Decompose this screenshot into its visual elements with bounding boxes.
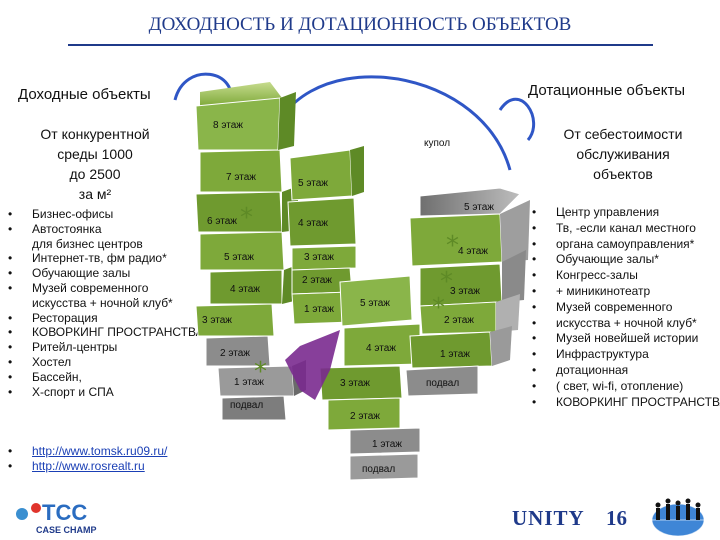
floor-label: 2 этаж: [302, 275, 332, 286]
floor-label: 2 этаж: [220, 348, 250, 359]
mid-tower: [287, 146, 364, 325]
list-item: Ритейл-центры: [6, 340, 208, 355]
list-item: Музей современного: [530, 300, 720, 316]
floor-label: 1 этаж: [304, 304, 334, 315]
floor-label: 3 этаж: [202, 315, 232, 326]
globe-icon: [651, 498, 705, 537]
subsidized-subheader-line: От себестоимости: [563, 126, 683, 142]
title-underline: [68, 44, 653, 46]
list-item: Музей современного: [6, 281, 208, 296]
list-item: органа самоуправления*: [530, 237, 720, 253]
floor-label: 3 этаж: [340, 378, 370, 389]
subsidized-objects-header: Дотационные объекты: [528, 82, 686, 99]
link-tomsk[interactable]: http://www.tomsk.ru09.ru/: [32, 444, 168, 458]
asterisk-icon: *: [446, 231, 459, 261]
floor-label: 1 этаж: [234, 377, 264, 388]
list-item: дотационная: [530, 363, 720, 379]
list-item: Бизнес-офисы: [6, 207, 208, 222]
list-item: Автостоянка: [6, 222, 208, 237]
list-item: Конгресс-залы: [530, 268, 720, 284]
asterisk-icon: *: [432, 293, 445, 323]
list-item: Инфраструктура: [530, 347, 720, 363]
list-item: Ресторация: [6, 311, 208, 326]
floor-label: подвал: [230, 400, 263, 411]
list-item: ( свет, wi-fi, отопление): [530, 379, 720, 395]
floor-label: 5 этаж: [298, 178, 328, 189]
income-subheader-line: до 2500: [69, 166, 121, 182]
income-subheader-line: От конкурентной: [40, 126, 150, 142]
list-item: для бизнес центров: [32, 236, 143, 251]
floor-label: 5 этаж: [224, 252, 254, 263]
left-tower: [195, 82, 306, 421]
list-item: Тв, -если канал местного: [530, 221, 720, 237]
case-champ-logo: TCC CASE CHAMP: [16, 500, 97, 535]
floor-label: 5 этаж: [464, 202, 494, 213]
link-rosrealt[interactable]: http://www.rosrealt.ru: [32, 458, 145, 473]
asterisk-icon: *: [440, 267, 453, 297]
floor-label: 3 этаж: [450, 286, 480, 297]
list-item: искусства + ночной клуб*: [530, 316, 720, 332]
list-item: Интернет-тв, фм радио*: [6, 251, 208, 266]
right-tower: [405, 187, 530, 397]
list-item: КОВОРКИНГ ПРОСТРАНСТВА*: [6, 325, 208, 340]
floor-label: 7 этаж: [226, 172, 256, 183]
list-item: Обучающие залы: [6, 266, 208, 281]
asterisk-icon: *: [254, 357, 267, 387]
list-item: Музей новейшей истории: [530, 331, 720, 347]
income-subheader-line: за м²: [78, 186, 112, 202]
unity-label: UNITY: [512, 506, 585, 530]
dome-label: купол: [424, 138, 450, 149]
income-subheader: От конкурентной среды 1000 до 2500 за м²: [20, 124, 170, 204]
floor-label: 1 этаж: [440, 349, 470, 360]
list-item: Центр управления: [530, 205, 720, 221]
income-subheader-line: среды 1000: [57, 146, 133, 162]
income-objects-list: Бизнес-офисыАвтостоянкадля бизнес центро…: [6, 207, 208, 399]
floor-label: 8 этаж: [213, 120, 243, 131]
list-item: КОВОРКИНГ ПРОСТРАНСТВА: [530, 395, 720, 411]
subsidized-objects-list: Центр управленияТв, -если канал местного…: [530, 205, 720, 410]
floor-label: 4 этаж: [366, 343, 396, 354]
subsidized-subheader-line: объектов: [593, 166, 653, 182]
link-item[interactable]: http://www.tomsk.ru09.ru/: [6, 444, 167, 459]
logo-text: CASE CHAMP: [36, 525, 97, 535]
floor-label: подвал: [362, 464, 395, 475]
star-marks: * * * * *: [240, 203, 459, 387]
list-item: + миникинотеатр: [530, 284, 720, 300]
asterisk-icon: *: [240, 203, 253, 233]
floor-label: 6 этаж: [207, 216, 237, 227]
floor-label: 3 этаж: [304, 252, 334, 263]
links-list: http://www.tomsk.ru09.ru/ http://www.ros…: [6, 444, 167, 474]
floor-label: 2 этаж: [350, 411, 380, 422]
list-item: Обучающие залы*: [530, 252, 720, 268]
logo-letters: TCC: [42, 500, 87, 525]
list-item: Х-спорт и СПА: [6, 385, 208, 400]
subsidized-subheader-line: обслуживания: [576, 146, 670, 162]
floor-label: 1 этаж: [372, 439, 402, 450]
link-item[interactable]: http://www.rosrealt.ru: [6, 459, 167, 474]
floor-label: 2 этаж: [444, 315, 474, 326]
floor-label: подвал: [426, 378, 459, 389]
page-title: ДОХОДНОСТЬ И ДОТАЦИОННОСТЬ ОБЪЕКТОВ: [148, 14, 572, 35]
subsidized-subheader: От себестоимости обслуживания объектов: [538, 124, 708, 184]
list-item: искусства + ночной клуб*: [32, 295, 173, 310]
floor-label: 4 этаж: [458, 246, 488, 257]
floor-label: 4 этаж: [230, 284, 260, 295]
list-item: Хостел: [6, 355, 208, 370]
arc-right-small: [498, 97, 535, 141]
income-objects-header: Доходные объекты: [18, 86, 151, 103]
page-number: 16: [606, 506, 627, 530]
floor-label: 4 этаж: [298, 218, 328, 229]
list-item: Бассейн,: [6, 370, 208, 385]
floor-label: 5 этаж: [360, 298, 390, 309]
